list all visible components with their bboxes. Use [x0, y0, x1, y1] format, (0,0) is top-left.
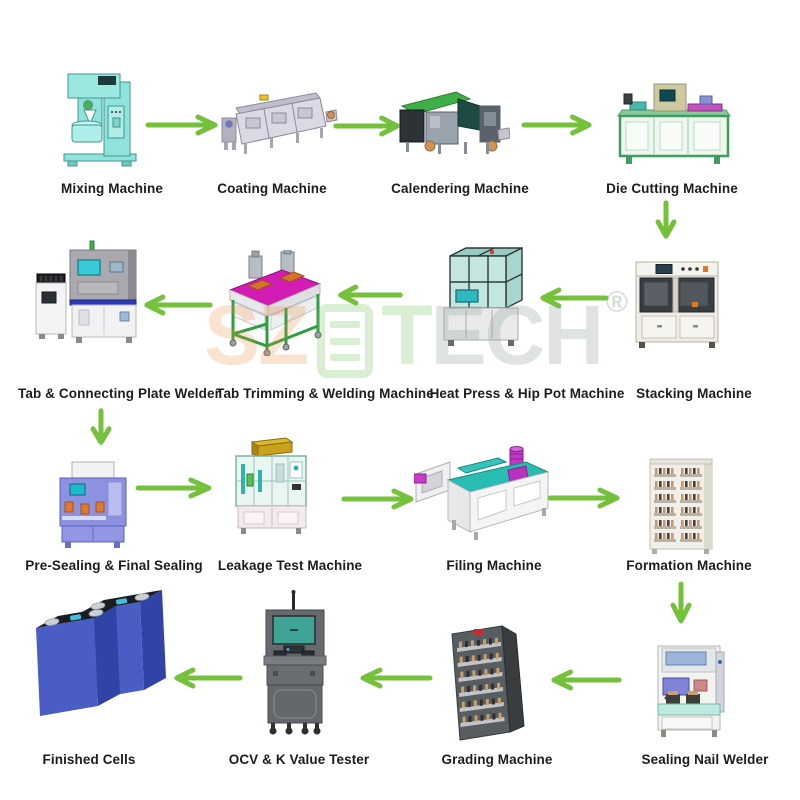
ocv-k-value-tester-label: OCV & K Value Tester: [228, 752, 370, 767]
flow-arrow-die-cutting-to-stacking: [655, 201, 677, 239]
leakage-test-machine-illustration: [235, 437, 307, 534]
flow-arrow-ocv-to-finished-cells: [174, 667, 242, 689]
die-cutting-machine-label: Die Cutting Machine: [606, 181, 738, 196]
flow-arrow-coating-to-calendering: [334, 115, 400, 137]
sealing-nail-welder-illustration: [657, 645, 725, 737]
flow-arrow-tab-trimming-to-tab-welder: [144, 294, 212, 316]
mixing-machine-label: Mixing Machine: [61, 181, 163, 196]
calendering-machine-illustration: [399, 91, 510, 154]
pre-sealing-final-sealing-label: Pre-Sealing & Final Sealing: [25, 558, 203, 573]
filing-machine-label: Filing Machine: [446, 558, 542, 573]
filing-machine-illustration: [414, 446, 550, 540]
grading-machine-illustration: [451, 625, 525, 741]
heat-press-hip-pot-machine-label: Heat Press & Hip Pot Machine: [429, 386, 625, 401]
battery-logo-icon: [317, 304, 374, 378]
coating-machine-illustration: [221, 92, 338, 154]
flow-arrow-pre-sealing-to-leakage: [136, 477, 212, 499]
flow-arrow-grading-to-ocv: [360, 667, 432, 689]
die-cutting-machine-illustration: [617, 83, 731, 164]
registered-trademark-icon: ®: [605, 286, 629, 319]
formation-machine-illustration: [649, 458, 713, 554]
tab-trimming-welding-machine-label: Tab Trimming & Welding Machine: [216, 386, 434, 401]
calendering-machine-label: Calendering Machine: [391, 181, 529, 196]
mixing-machine-illustration: [63, 73, 137, 167]
sealing-nail-welder-label: Sealing Nail Welder: [641, 752, 769, 767]
tab-connecting-plate-welder-label: Tab & Connecting Plate Welder: [18, 386, 220, 401]
ocv-k-value-tester-illustration: [263, 590, 327, 735]
tab-connecting-plate-welder-illustration: [35, 240, 137, 343]
stacking-machine-illustration: [635, 261, 719, 348]
flow-arrow-filing-to-formation: [548, 487, 620, 509]
finished-cells-label: Finished Cells: [42, 752, 136, 767]
leakage-test-machine-label: Leakage Test Machine: [217, 558, 363, 573]
formation-machine-label: Formation Machine: [626, 558, 752, 573]
flow-arrow-tab-welder-to-pre-sealing: [90, 409, 112, 445]
flow-arrow-stacking-to-heat-press: [540, 287, 608, 309]
coating-machine-label: Coating Machine: [217, 181, 327, 196]
finished-cells-illustration: [35, 589, 167, 717]
flow-arrow-calendering-to-die-cutting: [522, 114, 592, 136]
flow-arrow-sealing-nail-to-grading: [551, 669, 621, 691]
flow-arrow-formation-to-sealing-nail: [670, 582, 692, 624]
flow-arrow-heat-press-to-tab-trimming: [338, 284, 402, 306]
tab-trimming-welding-machine-illustration: [228, 250, 322, 356]
heat-press-hip-pot-machine-illustration: [443, 246, 523, 346]
watermark-t-text: T: [381, 288, 432, 382]
stacking-machine-label: Stacking Machine: [636, 386, 752, 401]
pre-sealing-final-sealing-illustration: [59, 461, 127, 548]
grading-machine-label: Grading Machine: [441, 752, 553, 767]
flow-arrow-mixing-to-coating: [146, 114, 218, 136]
flow-arrow-leakage-to-filing: [342, 488, 414, 510]
